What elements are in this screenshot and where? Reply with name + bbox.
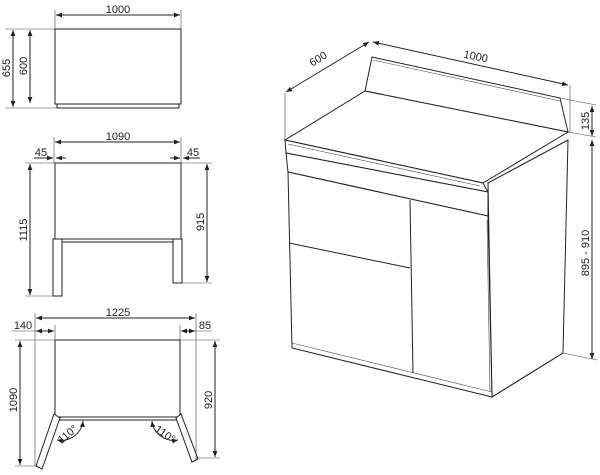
- width-total-label: 1090: [106, 131, 130, 143]
- right-leg: [172, 238, 183, 284]
- isometric-view: 600 1000 135 895 - 910: [283, 40, 598, 398]
- door-divider: [409, 199, 414, 374]
- height-total-label: 1115: [18, 219, 30, 242]
- width-open-label: 1225: [106, 307, 130, 319]
- plan-view: 110° 110° 1225 140 85 1090 920: [8, 307, 220, 470]
- depth-total-label: 655: [1, 59, 13, 77]
- plan-view-body: [54, 339, 181, 418]
- iso-width-label: 1000: [462, 49, 488, 66]
- right-extension-label: 85: [199, 320, 211, 332]
- left-door-open: [35, 413, 61, 470]
- left-extension-label: 140: [14, 320, 32, 332]
- top-view-body: [54, 28, 182, 105]
- left-leg: [52, 238, 63, 297]
- door-angle-left-label: 110°: [56, 423, 81, 446]
- backsplash-height-label: 135: [580, 112, 592, 130]
- drawer-divider: [288, 242, 411, 269]
- top-view-base: [56, 103, 180, 109]
- depth-open-label: 1090: [8, 388, 20, 412]
- right-door-open: [175, 413, 199, 463]
- depth-label: 920: [203, 391, 215, 409]
- door-angle-right-label: 110°: [152, 423, 177, 445]
- height-body-label: 915: [195, 213, 207, 231]
- iso-depth-label: 600: [307, 50, 329, 70]
- front-view: 1090 45 45 1115 915: [18, 131, 212, 297]
- overhang-left-label: 45: [35, 147, 47, 159]
- right-side-panel: [487, 139, 569, 398]
- top-view: 1000 655 600: [1, 4, 182, 109]
- height-range-label: 895 - 910: [580, 230, 592, 276]
- overhang-right-label: 45: [187, 147, 199, 159]
- width-label: 1000: [106, 4, 130, 16]
- depth-label: 600: [18, 57, 30, 75]
- front-view-body: [54, 162, 182, 240]
